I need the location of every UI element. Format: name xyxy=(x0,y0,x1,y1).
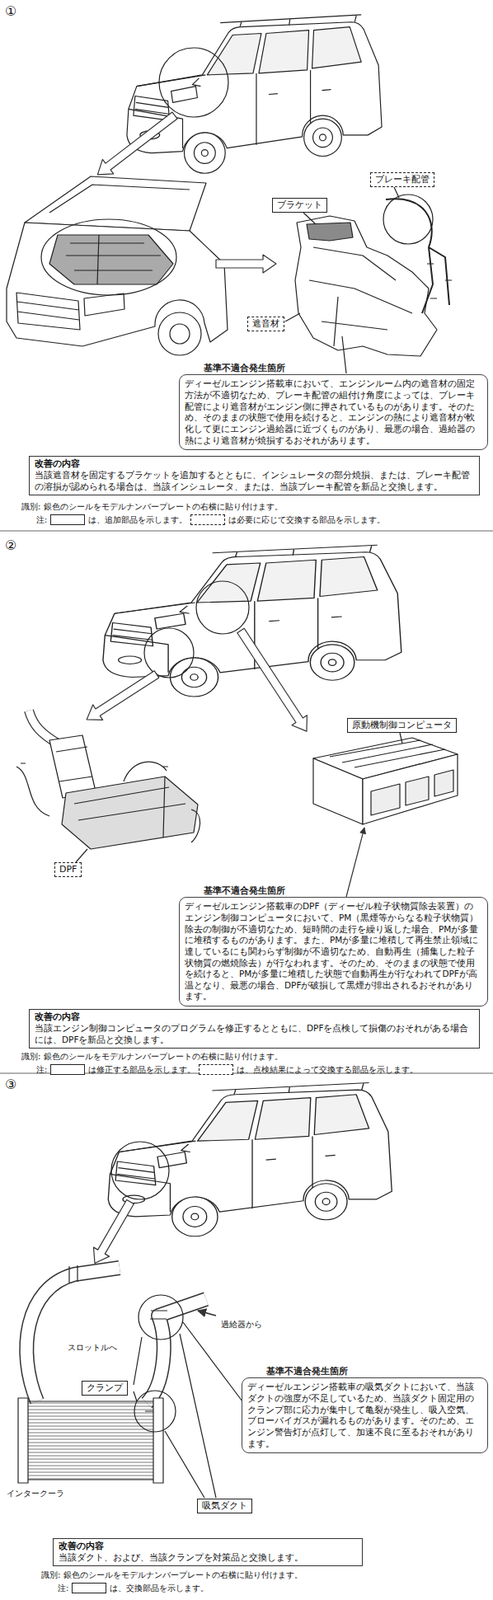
callout-body: ディーゼルエンジン搭載車のDPF（ディーゼル粒子状物質除去装置）のエンジン制御コ… xyxy=(178,896,489,1007)
legend-text: は、点検結果によって交換する部品を示します。 xyxy=(236,1064,418,1076)
part-name: 遮音材 xyxy=(252,318,280,329)
remedy-body: 当該遮音材を固定するブラケットを追加するとともに、インシュレータの部分焼損、また… xyxy=(34,469,475,493)
note-text: 識別: 銀色のシールをモデルナンバープレートの右横に貼り付けます。 xyxy=(21,1051,283,1062)
part-name: 吸気ダクト xyxy=(201,1500,248,1512)
legend-text: は修正する部品を示します。 xyxy=(88,1064,196,1076)
part-name: 原動機制御コンピュータ xyxy=(352,719,452,731)
part-label-box: クランプ xyxy=(81,1380,128,1396)
note-row: 注: は修正する部品を示します。 は、点検結果によって交換する部品を示します。 xyxy=(36,1064,418,1076)
remedy-body: 当該ダクト、および、当該クランプを対策品と交換します。 xyxy=(58,1552,357,1564)
legend-swatch xyxy=(198,1064,234,1076)
remedy-heading: 改善の内容 xyxy=(58,1540,357,1553)
legend-swatch xyxy=(190,514,226,526)
callout-body: ディーゼルエンジン搭載車において、エンジンルーム内の遮音材の固定方法が不適切なた… xyxy=(178,374,489,451)
note-text: インタークーラ xyxy=(6,1488,65,1499)
legend-text: は、追加部品を示します。 xyxy=(88,514,188,526)
remedy-heading: 改善の内容 xyxy=(34,458,475,470)
remedy-box: 改善の内容当該ダクト、および、当該クランプを対策品と交換します。 xyxy=(52,1538,363,1567)
remedy-heading: 改善の内容 xyxy=(34,1011,475,1024)
legend-swatch xyxy=(50,1064,85,1076)
part-label-box: 原動機制御コンピュータ xyxy=(347,718,457,733)
callout-box: 基準不適合発生箇所ディーゼルエンジン搭載車のDPF（ディーゼル粒子状物質除去装置… xyxy=(178,885,489,1007)
callout-box: 基準不適合発生箇所ディーゼルエンジン搭載車の吸気ダクトにおいて、当該ダクトの強度… xyxy=(241,1366,489,1454)
part-name: ブレーキ配管 xyxy=(375,173,430,185)
callout-heading: 基準不適合発生箇所 xyxy=(178,362,489,375)
legend-text: は、交換部品を示します。 xyxy=(109,1582,209,1594)
remedy-box: 改善の内容当該遮音材を固定するブラケットを追加するとともに、インシュレータの部分… xyxy=(28,455,480,496)
note-text: 識別: 銀色のシールをモデルナンバープレートの右横に貼り付けます。 xyxy=(41,1569,303,1581)
note-label: 注: xyxy=(36,1064,47,1076)
note-text: 過給器から xyxy=(220,1319,263,1330)
part-label-box: 吸気ダクト xyxy=(197,1498,253,1514)
note-label: 注: xyxy=(36,514,47,526)
note-text: スロットルへ xyxy=(67,1342,118,1353)
section-number: ② xyxy=(4,537,17,555)
section-number: ③ xyxy=(4,1076,17,1094)
legend-text: は必要に応じて交換する部品を示します。 xyxy=(228,514,386,526)
callout-heading: 基準不適合発生箇所 xyxy=(178,885,489,897)
section-number: ① xyxy=(4,3,17,21)
remedy-body: 当該エンジン制御コンピュータのプログラムを修正するとともに、DPFを点検して損傷… xyxy=(34,1023,475,1046)
part-name: ブラケット xyxy=(277,199,323,211)
remedy-box: 改善の内容当該エンジン制御コンピュータのプログラムを修正するとともに、DPFを点… xyxy=(28,1009,480,1049)
part-name: クランプ xyxy=(86,1382,123,1394)
legend-swatch xyxy=(71,1582,107,1594)
part-label-box: 遮音材 xyxy=(247,316,285,332)
part-label-box: DPF xyxy=(54,862,82,878)
note-text: 識別: 銀色のシールをモデルナンバープレートの右横に貼り付けます。 xyxy=(21,501,283,512)
note-row: 注: は、追加部品を示します。 は必要に応じて交換する部品を示します。 xyxy=(36,514,386,526)
legend-swatch xyxy=(50,514,85,526)
part-name: DPF xyxy=(59,863,77,875)
note-row: 注: は、交換部品を示します。 xyxy=(57,1582,209,1594)
part-label-box: ブラケット xyxy=(272,197,328,213)
part-label-box: ブレーキ配管 xyxy=(370,172,435,188)
callout-box: 基準不適合発生箇所ディーゼルエンジン搭載車において、エンジンルーム内の遮音材の固… xyxy=(178,362,489,451)
callout-heading: 基準不適合発生箇所 xyxy=(241,1366,489,1378)
note-label: 注: xyxy=(57,1582,69,1594)
callout-body: ディーゼルエンジン搭載車の吸気ダクトにおいて、当該ダクトの強度が不足しているため… xyxy=(241,1377,489,1454)
